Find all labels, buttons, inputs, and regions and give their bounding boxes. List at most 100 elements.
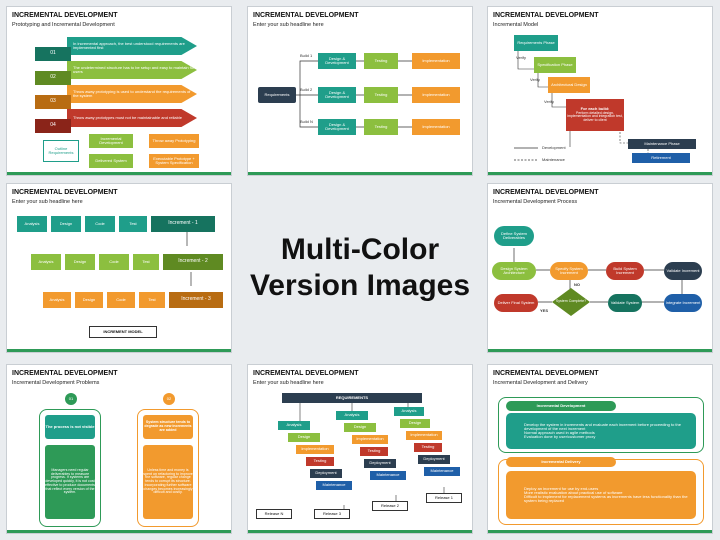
slide-title: INCREMENTAL DEVELOPMENT [253, 370, 359, 377]
slide-thumb-problems[interactable]: INCREMENTAL DEVELOPMENT Incremental Deve… [6, 364, 232, 534]
slide-footer-bar [7, 172, 231, 175]
colB-impl: Implementation [352, 435, 388, 444]
flow-box-4: Executable Prototype + System Specificat… [149, 154, 199, 168]
dev-item-1: Develop the system in increments and eva… [524, 421, 681, 431]
colB-maint: Maintenance [370, 471, 406, 480]
slide-title: INCREMENTAL DEVELOPMENT [493, 12, 599, 19]
slide-subtitle: Incremental Development Process [493, 199, 578, 205]
requirements-box: Requirements [258, 87, 296, 103]
r3-design: Design [75, 292, 103, 308]
colB-analysis: Analysis [336, 411, 368, 420]
center-title-line-1: Multi-Color [280, 233, 440, 266]
left-text: Managers need regular deliverables to me… [45, 445, 95, 519]
release-2: Release 2 [372, 501, 408, 511]
slide-title: INCREMENTAL DEVELOPMENT [12, 12, 118, 19]
colC-analysis: Analysis [394, 407, 424, 416]
impl-box-3: Implementation [412, 119, 460, 135]
maintenance-phase: Maintenance Phase [628, 139, 696, 149]
colC-deploy: Deployment [418, 455, 450, 464]
colC-design: Design [400, 419, 430, 428]
r3-test: Test [139, 292, 165, 308]
r1-code: Code [85, 216, 115, 232]
connector-lines [514, 45, 649, 161]
architectural-design: Architectural Design [548, 77, 590, 93]
slide-subtitle: Prototyping and Incremental Development [12, 22, 115, 28]
slide-subtitle: Enter your sub headline here [253, 380, 324, 386]
testing-box-2: Testing [364, 87, 398, 103]
outline-box: Outline Requirements [43, 140, 79, 162]
requirements-phase: Requirements Phase [514, 35, 558, 51]
build-label-3: Build N [300, 119, 313, 124]
colA-design: Design [288, 433, 320, 442]
del-item-1: Deploy an increment for use by end-users [524, 485, 599, 491]
retirement-box: Retirement [632, 153, 690, 163]
right-text: Unless time and money is spent on refact… [143, 445, 193, 519]
right-num-badge: 02 [163, 393, 175, 405]
slide-thumb-increment-model[interactable]: INCREMENTAL DEVELOPMENT Enter your sub h… [6, 183, 232, 353]
slide-thumb-builds[interactable]: INCREMENTAL DEVELOPMENT Enter your sub h… [247, 6, 473, 176]
legend-maintenance: Maintenance [542, 157, 565, 162]
testing-box-1: Testing [364, 53, 398, 69]
build-label-2: Build 2 [300, 87, 313, 92]
legend-development: Development [542, 145, 566, 150]
design-box-1: Design & Development [318, 53, 356, 69]
slide-footer-bar [488, 172, 712, 175]
colA-impl: Implementation [296, 445, 334, 454]
impl-box-1: Implementation [412, 53, 460, 69]
r2-test: Test [133, 254, 159, 270]
slide-footer-bar [248, 172, 472, 175]
slide-subtitle: Incremental Model [493, 22, 539, 28]
build-text: Perform detailed design, implementation … [567, 110, 623, 122]
row-num-3: 03 [35, 95, 71, 109]
connector-lines [186, 232, 192, 286]
requirements-banner: REQUIREMENTS [282, 393, 422, 403]
specification-phase: Specification Phase [534, 57, 576, 73]
slide-subtitle: Incremental Development Problems [12, 380, 100, 386]
del-body: Deploy an increment for use by end-users… [506, 471, 696, 519]
r1-design: Design [51, 216, 81, 232]
release-3: Release 3 [314, 509, 350, 519]
r2-code: Code [99, 254, 129, 270]
colC-impl: Implementation [406, 431, 442, 440]
verify-label-2: Verify [530, 77, 541, 82]
slide-thumb-incremental-model[interactable]: INCREMENTAL DEVELOPMENT Incremental Mode… [487, 6, 713, 176]
dev-item-3: Evaluation done by user/customer proxy [524, 434, 596, 440]
right-head: System structure tends to degrade as new… [143, 415, 193, 439]
impl-box-2: Implementation [412, 87, 460, 103]
slide-subtitle: Enter your sub headline here [253, 22, 324, 28]
del-item-2: More realistic evaluation about practica… [524, 489, 623, 495]
slide-footer-bar [488, 530, 712, 533]
slide-subtitle: Enter your sub headline here [12, 199, 83, 205]
del-item-3: Difficult to implement for replacement s… [524, 494, 688, 504]
dev-head: Incremental Development [506, 401, 616, 411]
node-integrate: Integrate Increment [664, 294, 702, 312]
slide-thumb-prototyping[interactable]: INCREMENTAL DEVELOPMENT Prototyping and … [6, 6, 232, 176]
slide-footer-bar [248, 530, 472, 533]
colA-deploy: Deployment [310, 469, 342, 478]
build-title: For each build: [580, 106, 610, 112]
slide-thumb-delivery[interactable]: INCREMENTAL DEVELOPMENT Incremental Deve… [487, 364, 713, 534]
connector-lines [296, 60, 412, 128]
release-1: Release 1 [426, 493, 462, 503]
r1-test: Test [119, 216, 147, 232]
testing-box-3: Testing [364, 119, 398, 135]
node-validate-sys: Validate System [608, 294, 642, 312]
row-arrow-1: In incremental approach, the best unders… [67, 37, 197, 55]
slide-footer-bar [7, 349, 231, 352]
slide-thumb-releases[interactable]: INCREMENTAL DEVELOPMENT Enter your sub h… [247, 364, 473, 534]
slide-title: INCREMENTAL DEVELOPMENT [12, 189, 118, 196]
design-box-3: Design & Development [318, 119, 356, 135]
node-validate-inc: Validate Increment [664, 262, 702, 280]
verify-label-3: Verify [544, 99, 555, 104]
increment-1: Increment - 1 [151, 216, 215, 232]
row-arrow-3: Throw away prototyping is used to unders… [67, 85, 197, 103]
label-yes: YES [540, 308, 549, 313]
row-num-1: 01 [35, 47, 71, 61]
increment-2: Increment - 2 [163, 254, 223, 270]
left-head: The process is not visible [45, 415, 95, 439]
define-deliverables: Define System Deliverables [494, 226, 534, 246]
r3-analysis: Analysis [43, 292, 71, 308]
slide-thumb-process[interactable]: INCREMENTAL DEVELOPMENT Incremental Deve… [487, 183, 713, 353]
dev-item-2: Normal approach used in agile methods [524, 430, 595, 435]
dev-body: Develop the system in increments and eva… [506, 413, 696, 449]
